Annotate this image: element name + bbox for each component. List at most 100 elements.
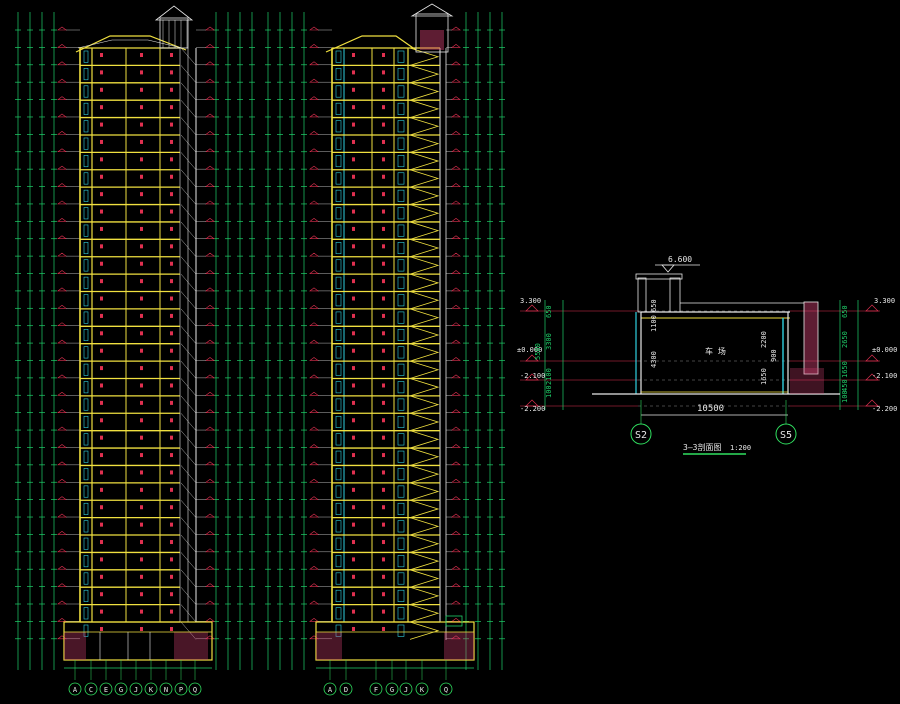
level-marker — [309, 426, 319, 431]
window — [83, 485, 89, 498]
level-marker — [205, 113, 215, 118]
door-mark — [140, 139, 143, 144]
window — [335, 329, 342, 341]
window — [397, 311, 405, 324]
door-mark — [170, 174, 173, 179]
window — [335, 259, 342, 272]
door-mark — [352, 244, 355, 249]
inner-dim-0: 650 — [650, 299, 658, 312]
window — [335, 485, 342, 498]
window — [397, 589, 405, 602]
door-mark — [352, 505, 355, 510]
door-mark — [170, 627, 173, 631]
elev-symbol-left — [525, 399, 539, 407]
stair-flight — [409, 117, 440, 136]
door-mark — [382, 627, 385, 631]
door-mark — [140, 522, 143, 527]
level-marker — [451, 409, 461, 413]
door-mark — [140, 574, 143, 579]
level-marker — [57, 165, 67, 170]
level-marker — [205, 565, 215, 570]
axis-bubble — [68, 682, 82, 696]
shaft-diagonal — [180, 169, 197, 188]
axis-bubble-label: G — [119, 686, 123, 694]
level-marker — [205, 357, 215, 361]
window — [83, 242, 89, 255]
level-marker — [309, 600, 319, 605]
window — [335, 589, 342, 602]
level-marker — [57, 252, 67, 257]
level-marker — [57, 600, 67, 605]
door-mark — [100, 435, 103, 440]
window — [335, 537, 342, 550]
dim-left-2: 5500 — [534, 343, 542, 360]
roof-line — [75, 35, 187, 53]
door-mark — [382, 400, 385, 405]
door-mark — [382, 383, 385, 388]
door-mark — [352, 470, 355, 475]
door-mark — [140, 418, 143, 423]
axis-bubble — [114, 682, 128, 696]
level-marker — [451, 26, 461, 31]
door-mark — [140, 70, 143, 75]
window — [397, 398, 405, 411]
door-mark — [352, 453, 355, 458]
window — [335, 242, 342, 255]
window — [83, 259, 89, 272]
shaft-diagonal — [180, 134, 197, 153]
elev-right-3: -2.200 — [872, 405, 897, 413]
door-mark — [382, 505, 385, 510]
window — [83, 468, 89, 481]
door-mark — [170, 574, 173, 579]
elev-symbol-left — [525, 304, 539, 312]
level-marker — [451, 270, 461, 274]
window — [335, 50, 342, 63]
door-mark — [140, 592, 143, 597]
window — [83, 68, 89, 81]
window — [335, 85, 342, 98]
dim-right-2: 1650 — [841, 361, 849, 378]
level-marker — [205, 78, 215, 83]
axis-bubble — [369, 682, 383, 696]
window — [83, 415, 89, 428]
door-mark — [170, 296, 173, 301]
inner-dim-2: 4300 — [650, 351, 658, 368]
window — [397, 415, 405, 428]
level-marker — [205, 287, 215, 292]
window — [83, 589, 89, 602]
axis-bubble-label: D — [344, 686, 348, 694]
level-marker — [57, 426, 67, 431]
level-marker — [309, 339, 319, 344]
door-mark — [140, 226, 143, 231]
axis-bubble-label: A — [73, 686, 78, 694]
shaft-diagonal — [180, 343, 197, 362]
door-mark — [352, 366, 355, 371]
level-marker — [57, 96, 67, 100]
door-mark — [170, 609, 173, 614]
window — [397, 155, 405, 168]
door-mark — [170, 53, 173, 57]
door-mark — [140, 279, 143, 284]
level-marker — [309, 217, 319, 222]
window — [397, 68, 405, 81]
shaft-diagonal — [180, 552, 197, 570]
stair-flight — [409, 586, 440, 605]
door-mark — [170, 313, 173, 318]
stair-flight — [409, 273, 440, 292]
level-marker — [309, 183, 319, 187]
door-mark — [170, 157, 173, 162]
door-mark — [140, 348, 143, 353]
door-mark — [140, 435, 143, 440]
axis-bubble — [439, 682, 453, 696]
level-marker — [451, 287, 461, 292]
stair-flight — [409, 256, 440, 275]
level-marker — [309, 148, 319, 153]
door-mark — [382, 105, 385, 110]
shaft-diagonal — [180, 308, 197, 327]
elev-right-2: -2.100 — [872, 372, 897, 380]
door-mark — [382, 418, 385, 423]
level-marker — [205, 600, 215, 605]
